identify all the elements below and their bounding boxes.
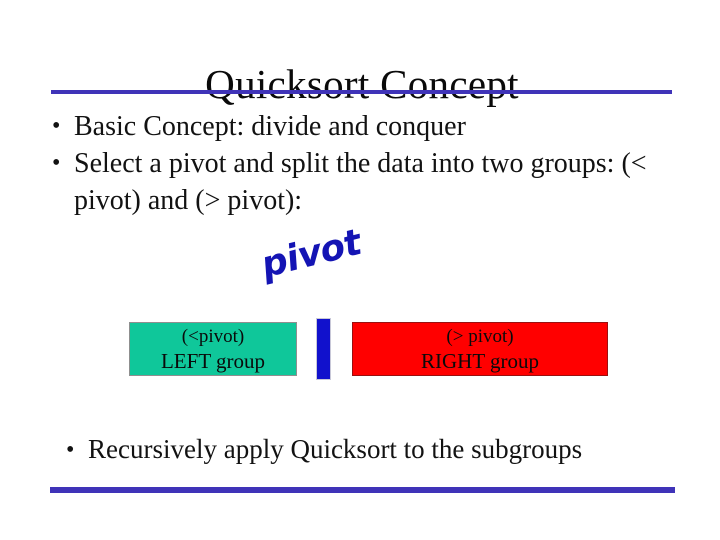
list-item-label: Recursively apply Quicksort to the subgr… [88,434,583,464]
list-item-label: Basic Concept: divide and conquer [74,111,466,142]
title-divider-top [51,90,672,94]
footer-divider-bottom [50,487,675,493]
left-group-box: (<pivot) LEFT group [129,322,297,376]
bullet-dot-icon: • [52,113,61,139]
list-item: • Recursively apply Quicksort to the sub… [66,432,686,469]
right-group-condition: (> pivot) [446,325,514,347]
left-group-condition: (<pivot) [181,325,245,347]
page-title: Quicksort Concept [205,61,519,108]
bullet-dot-icon: • [52,150,61,176]
bullet-dot-icon: • [66,437,75,463]
pivot-bar [316,318,331,380]
list-item-label: Select a pivot and split the data into t… [74,148,647,216]
bullet-list-bottom: • Recursively apply Quicksort to the sub… [66,432,686,469]
right-group-box: (> pivot) RIGHT group [352,322,608,376]
list-item: • Select a pivot and split the data into… [52,145,672,219]
list-item: • Basic Concept: divide and conquer [52,108,672,145]
bullet-list-top: • Basic Concept: divide and conquer • Se… [52,108,672,219]
pivot-wordart-label: pivot [261,221,363,287]
right-group-label: RIGHT group [420,348,540,373]
left-group-label: LEFT group [160,348,266,373]
